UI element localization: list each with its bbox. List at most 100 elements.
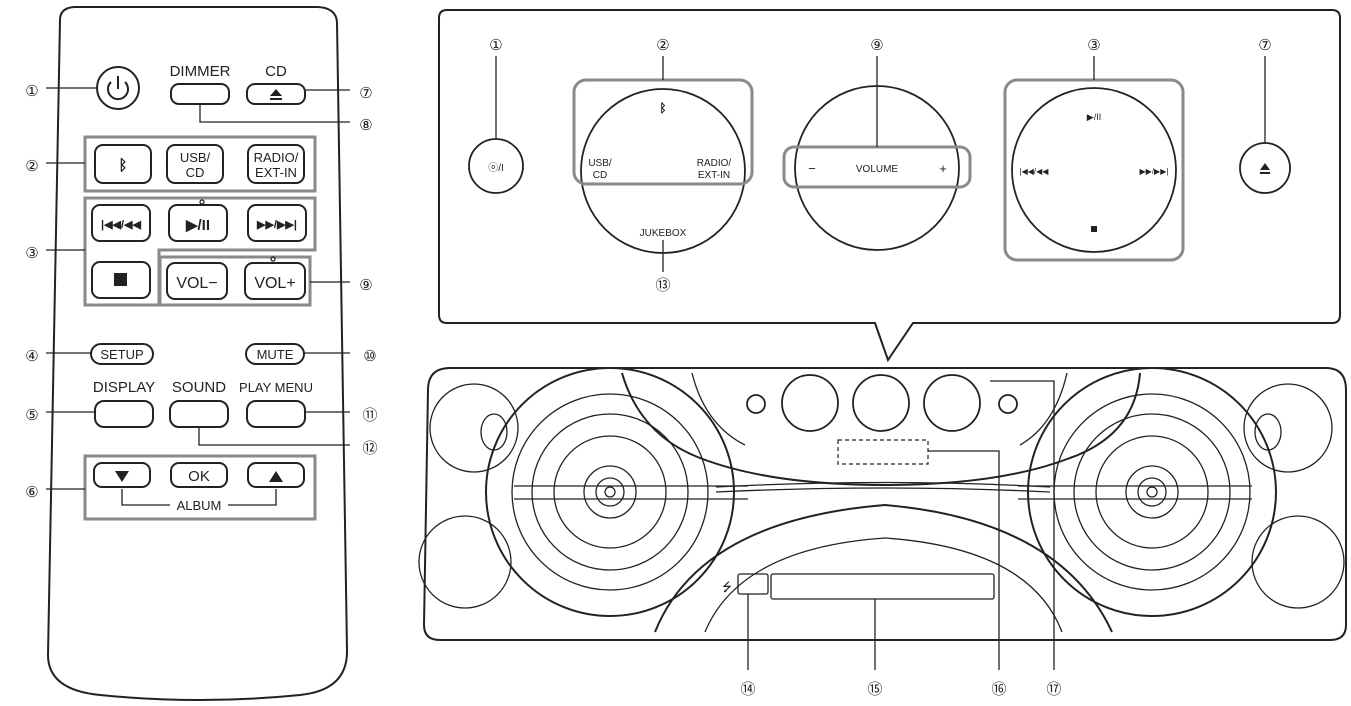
remote-ok-button[interactable] bbox=[170, 462, 228, 488]
remote-next-button[interactable] bbox=[247, 204, 307, 242]
panel-volume-label: VOLUME bbox=[856, 164, 899, 175]
remote-bluetooth-button[interactable] bbox=[94, 144, 152, 184]
callout-3: ③ bbox=[1087, 37, 1100, 54]
vol-minus-label: VOL− bbox=[176, 275, 217, 292]
power-icon bbox=[107, 76, 129, 101]
callout-4: ④ bbox=[25, 348, 38, 365]
power-standby-icon: ⓞ/I bbox=[488, 162, 504, 174]
callout-5: ⑤ bbox=[25, 407, 38, 424]
arrow-down-icon bbox=[115, 471, 129, 482]
lower-housing bbox=[654, 503, 1113, 633]
remote-vol-up-button[interactable] bbox=[244, 262, 306, 300]
callout-7: ⑦ bbox=[359, 85, 372, 102]
callout-3: ③ bbox=[25, 245, 38, 262]
eject-icon bbox=[1260, 163, 1270, 174]
callout-8: ⑧ bbox=[359, 117, 372, 134]
callout-9: ⑨ bbox=[870, 37, 883, 54]
prev-rewind-icon: |◀◀/◀◀ bbox=[101, 219, 142, 231]
tactile-dot bbox=[270, 256, 276, 262]
panel-playback-dial[interactable] bbox=[1011, 87, 1177, 253]
callout-14: ⑭ bbox=[740, 681, 755, 698]
unit-volume-dial[interactable] bbox=[852, 374, 910, 432]
panel-leader-lines bbox=[495, 56, 1266, 272]
sound-label: SOUND bbox=[172, 379, 226, 396]
panel-next-icon: ▶▶/▶▶| bbox=[1140, 167, 1169, 176]
remote-display-button[interactable] bbox=[94, 400, 154, 428]
stop-icon bbox=[114, 273, 127, 286]
callout-17: ⑰ bbox=[1046, 681, 1061, 698]
callout-box bbox=[438, 9, 1341, 363]
album-label: ALBUM bbox=[177, 498, 222, 513]
panel-usb-cd-bottom: CD bbox=[593, 170, 607, 181]
remote-usb-cd-button[interactable] bbox=[166, 144, 224, 184]
center-housing bbox=[621, 372, 1141, 487]
fastforward-next-icon: ▶▶/▶▶| bbox=[256, 219, 297, 231]
usb-cd-label-bottom: CD bbox=[186, 165, 205, 180]
unit-eject-button[interactable] bbox=[998, 394, 1018, 414]
unit-display bbox=[837, 439, 929, 465]
remote-radio-extin-button[interactable] bbox=[247, 144, 305, 184]
display-label: DISPLAY bbox=[93, 379, 155, 396]
mute-label: MUTE bbox=[257, 347, 294, 362]
top-panel-detail: ⓞ/I ᛒ USB/ CD RADIO/ EXT-IN JUKEBOX − VO… bbox=[438, 9, 1341, 363]
source-group bbox=[83, 135, 317, 193]
callout-2: ② bbox=[25, 158, 38, 175]
callout-10: ⑩ bbox=[363, 348, 376, 365]
usb-cd-label-top: USB/ bbox=[180, 150, 211, 165]
cd-label: CD bbox=[265, 63, 287, 80]
unit-playback-dial[interactable] bbox=[923, 374, 981, 432]
remote-control: DIMMER CD ᛒ USB/ CD RADIO/ EXT-IN |◀◀/◀◀… bbox=[25, 6, 378, 701]
callout-11: ⑪ bbox=[362, 407, 377, 424]
play-pause-icon: ▶/II bbox=[185, 217, 210, 234]
album-bracket bbox=[121, 489, 277, 506]
panel-jukebox-label: JUKEBOX bbox=[640, 228, 687, 239]
bluetooth-icon: ᛒ bbox=[118, 157, 127, 174]
unit-body bbox=[422, 367, 1347, 641]
disc-tray bbox=[770, 573, 995, 600]
remote-play-menu-button[interactable] bbox=[246, 400, 306, 428]
arrow-up-icon bbox=[269, 471, 283, 482]
callout-9: ⑨ bbox=[359, 277, 372, 294]
vol-plus-label: VOL+ bbox=[254, 275, 295, 292]
remote-mute-button[interactable] bbox=[245, 343, 305, 365]
panel-stop-icon bbox=[1091, 226, 1097, 232]
callout-15: ⑮ bbox=[867, 681, 882, 698]
radio-label-bottom: EXT-IN bbox=[255, 165, 297, 180]
unit-source-dial[interactable] bbox=[781, 374, 839, 432]
panel-volume-minus: − bbox=[808, 161, 816, 176]
callout-1: ① bbox=[489, 37, 502, 54]
callout-7: ⑦ bbox=[1258, 37, 1271, 54]
panel-radio-top: RADIO/ bbox=[697, 158, 732, 169]
play-menu-label: PLAY MENU bbox=[239, 380, 313, 395]
panel-volume-plus: + bbox=[939, 161, 947, 176]
remote-leader-lines bbox=[46, 87, 350, 490]
setup-label: SETUP bbox=[100, 347, 143, 362]
dimmer-label: DIMMER bbox=[170, 63, 231, 80]
right-speaker bbox=[1018, 367, 1345, 617]
callout-1: ① bbox=[25, 83, 38, 100]
remote-dimmer-button[interactable] bbox=[170, 83, 230, 105]
main-unit: ⭍ bbox=[418, 367, 1347, 698]
callout-16: ⑯ bbox=[991, 681, 1006, 698]
panel-prev-icon: |◀◀/◀◀ bbox=[1020, 167, 1050, 176]
panel-play-pause-icon: ▶/II bbox=[1087, 112, 1101, 122]
remote-vol-down-button[interactable] bbox=[166, 262, 228, 300]
unit-leader-lines bbox=[747, 380, 1055, 670]
eject-icon bbox=[270, 89, 282, 100]
bluetooth-icon: ᛒ bbox=[659, 101, 666, 115]
left-speaker bbox=[418, 367, 748, 617]
callout-12: ⑫ bbox=[362, 440, 377, 457]
remote-prev-button[interactable] bbox=[91, 204, 151, 242]
remote-setup-button[interactable] bbox=[90, 343, 154, 365]
remote-play-pause-button[interactable] bbox=[168, 204, 228, 242]
ok-label: OK bbox=[188, 468, 210, 485]
playback-group bbox=[83, 196, 317, 307]
usb-icon: ⭍ bbox=[722, 580, 732, 594]
callout-13: ⑬ bbox=[655, 277, 670, 294]
radio-label-top: RADIO/ bbox=[254, 150, 299, 165]
volume-group bbox=[158, 255, 312, 307]
unit-power-button[interactable] bbox=[746, 394, 766, 414]
album-group bbox=[83, 454, 317, 521]
remote-sound-button[interactable] bbox=[169, 400, 229, 428]
